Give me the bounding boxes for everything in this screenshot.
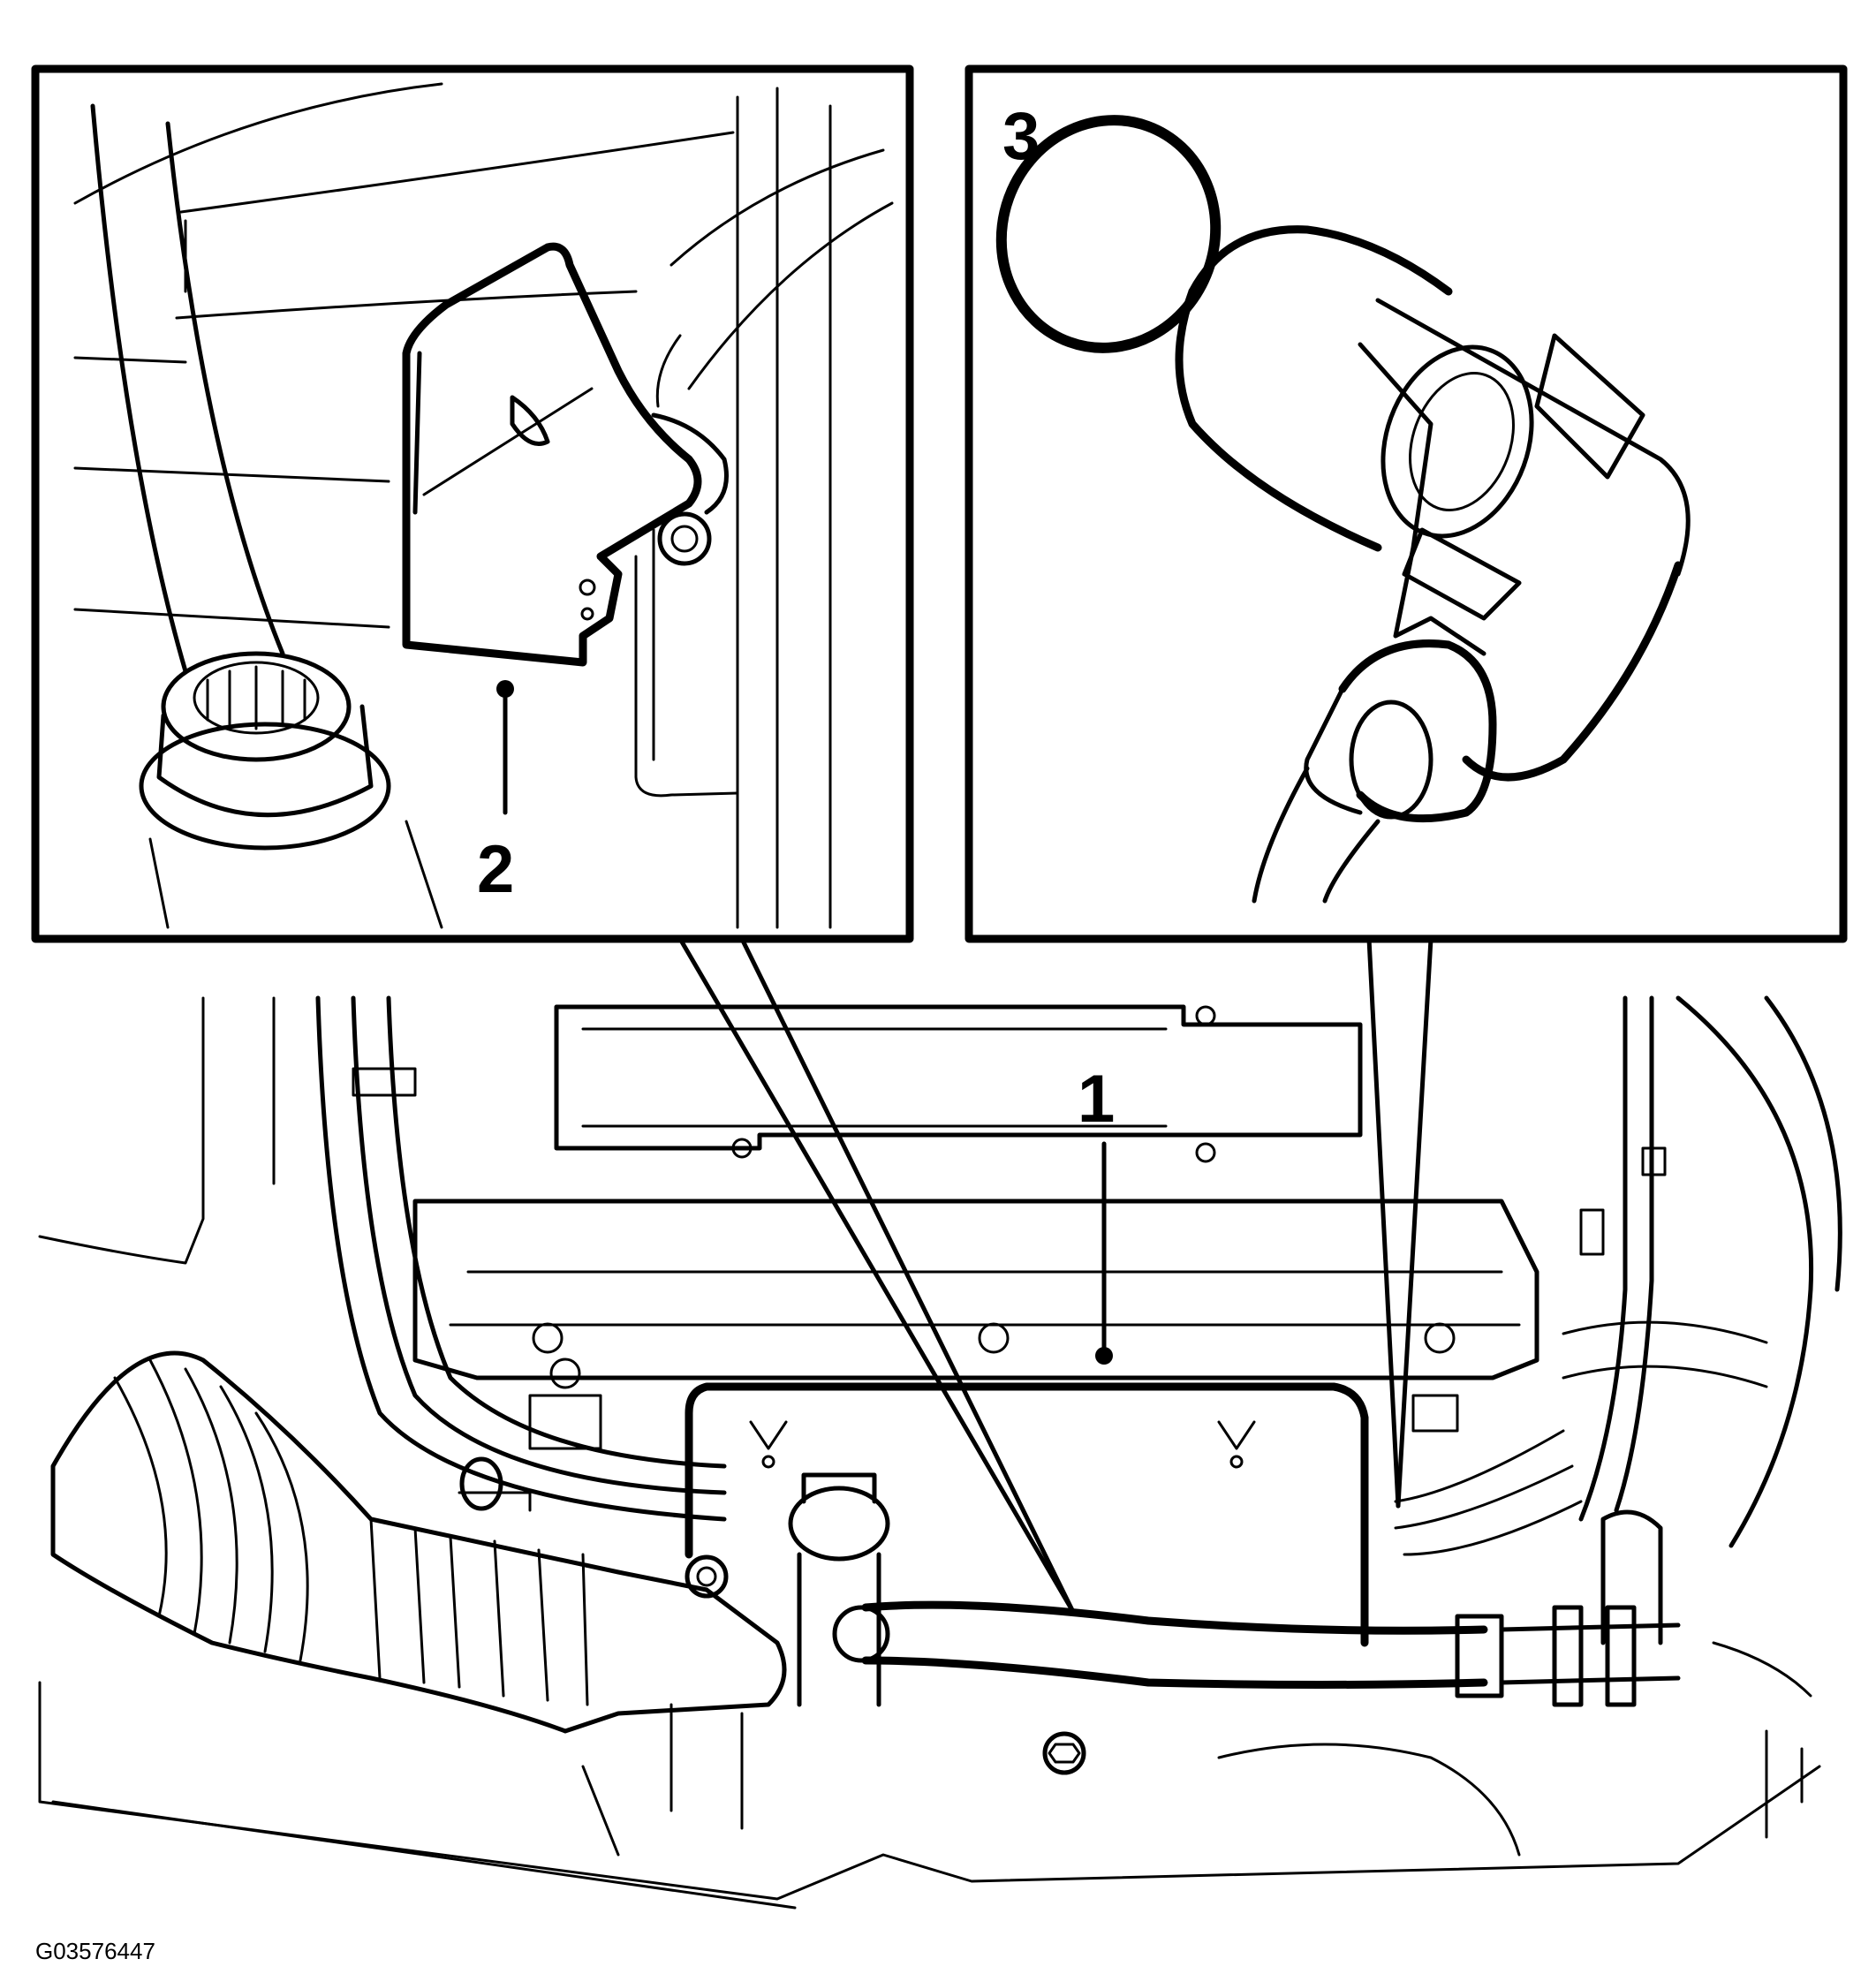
callout-1-dot bbox=[1095, 1347, 1113, 1365]
callout-1-label: 1 bbox=[1078, 1062, 1115, 1137]
detail-panel-3: 3 bbox=[964, 64, 1848, 943]
detail-leaders bbox=[677, 936, 1433, 1615]
callout-2-label: 2 bbox=[477, 832, 514, 907]
detail-panel-2: 2 bbox=[31, 64, 914, 943]
detail-frame-3 bbox=[964, 64, 1848, 943]
main-engine-view: 1 bbox=[38, 995, 1842, 1910]
figure-code: G03576447 bbox=[35, 1938, 155, 1964]
position-sensor bbox=[1175, 225, 1691, 904]
detail-frame-2 bbox=[31, 64, 914, 943]
